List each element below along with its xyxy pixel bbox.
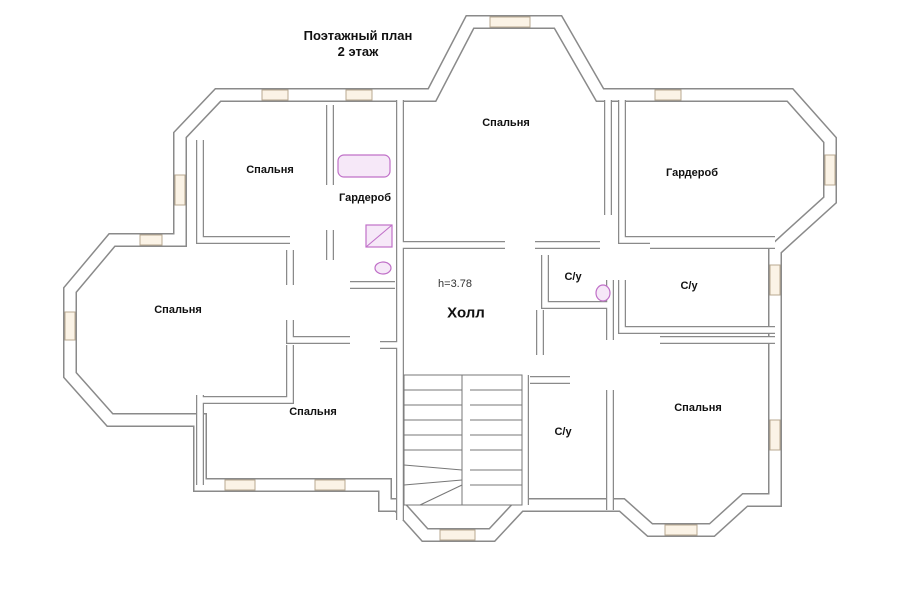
interior-walls — [196, 100, 775, 520]
room-label-bedroom: Спальня — [154, 304, 202, 316]
room-label-bedroom: Спальня — [246, 164, 294, 176]
room-label-wc: С/у — [680, 280, 698, 292]
title-line-1: Поэтажный план — [303, 28, 413, 43]
staircase — [403, 374, 523, 506]
ceiling-height: h=3.78 — [438, 278, 472, 290]
bathtub-icon — [337, 154, 391, 178]
room-label-wardrobe: Гардероб — [666, 167, 718, 179]
room-label-wc: С/у — [564, 271, 582, 283]
outer-wall — [63, 15, 837, 542]
toilet-icon — [374, 261, 392, 275]
room-label-bedroom: Спальня — [674, 402, 722, 414]
sink-icon — [595, 284, 611, 302]
plan-title: Поэтажный план 2 этаж — [304, 28, 413, 60]
title-line-2: 2 этаж — [337, 44, 379, 59]
windows — [64, 16, 836, 541]
room-label-bedroom: Спальня — [289, 406, 337, 418]
room-label-hall: Холл — [447, 304, 485, 322]
room-label-bedroom: Спальня — [482, 117, 530, 129]
room-label-wardrobe: Гардероб — [339, 192, 391, 204]
room-label-wc: С/у — [554, 426, 572, 438]
fixtures — [337, 154, 611, 302]
